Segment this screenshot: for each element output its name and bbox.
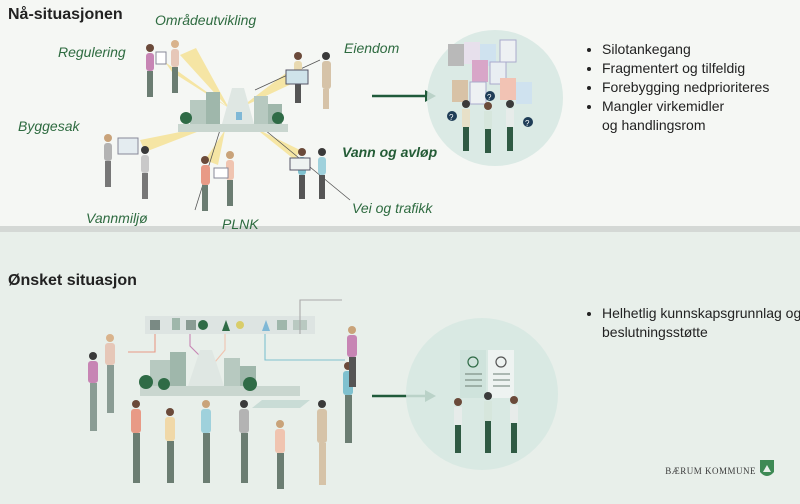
silo-group: ? ? ? xyxy=(427,30,563,166)
current-situation-heading: Nå-situasjonen xyxy=(8,6,123,23)
bottom-city-icon xyxy=(139,350,310,408)
svg-text:?: ? xyxy=(487,93,492,102)
data-layer-bar xyxy=(145,316,315,334)
people-top xyxy=(104,40,331,211)
desired-outcomes-list: Helhetlig kunnskapsgrunnlag og beslutnin… xyxy=(584,304,800,342)
central-city-icon xyxy=(178,88,288,132)
list-item: Fragmentert og tilfeldig xyxy=(602,59,800,78)
label-vei-og-trafikk: Vei og trafikk xyxy=(352,200,433,216)
list-item: Silotankegang xyxy=(602,40,800,59)
barum-kommune-logo-icon xyxy=(760,460,774,476)
list-item: Forebygging nedprioriteres xyxy=(602,78,800,97)
section-divider xyxy=(0,226,800,232)
list-item: Helhetlig kunnskapsgrunnlag og beslutnin… xyxy=(602,304,800,342)
list-item: Mangler virkemidler og handlingsrom xyxy=(602,97,742,135)
label-plnk: PLNK xyxy=(222,216,259,232)
desired-situation-heading: Ønsket situasjon xyxy=(8,272,137,289)
decision-group xyxy=(406,318,558,470)
label-vann-og-avlop: Vann og avløp xyxy=(342,144,438,160)
label-omradeutvikling: Områdeutvikling xyxy=(155,12,257,28)
people-bottom xyxy=(88,326,357,489)
current-issues-list: Silotankegang Fragmentert og tilfeldig F… xyxy=(584,40,800,135)
svg-text:?: ? xyxy=(449,113,454,122)
arrow-top xyxy=(372,90,436,102)
current-situation-panel xyxy=(0,0,800,226)
data-link-lines xyxy=(128,299,345,363)
svg-text:?: ? xyxy=(525,119,530,128)
brand-name: BÆRUM KOMMUNE xyxy=(665,466,756,476)
label-byggesak: Byggesak xyxy=(18,118,80,134)
label-eiendom: Eiendom xyxy=(344,40,400,56)
label-vannmiljo: Vannmiljø xyxy=(86,210,148,226)
label-regulering: Regulering xyxy=(58,44,126,60)
